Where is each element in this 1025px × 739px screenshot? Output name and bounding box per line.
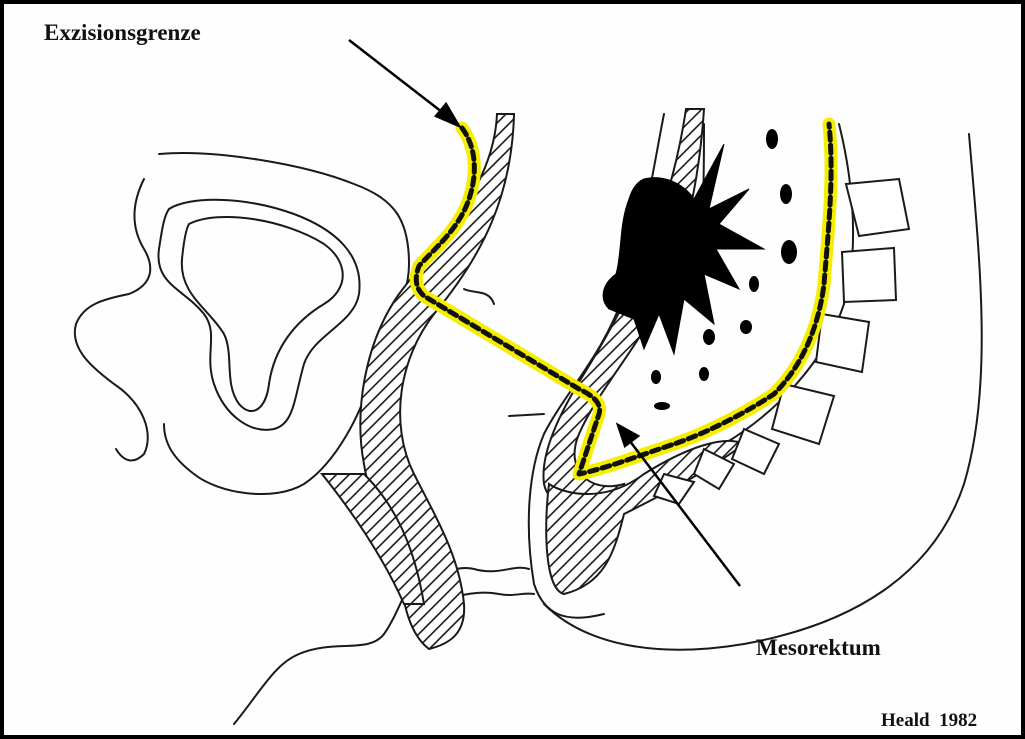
lymph-node [781,240,797,264]
bladder-outer-back [75,179,150,460]
lymph-node [703,329,715,345]
lymph-node [699,367,709,381]
lymph-node [740,320,752,334]
excision-limit-label: Exzisionsgrenze [44,20,201,46]
sacrum-curve [544,134,982,650]
citation-label: Heald 1982 [881,710,977,732]
mesorectum-arrow-head [618,425,638,446]
excision-arrow-shaft [349,40,451,119]
vertebra-2 [842,248,896,302]
lymph-node [654,402,670,410]
citation-year: 1982 [939,710,977,731]
spur-1 [464,289,494,304]
lymph-node [651,370,661,384]
vertebra-5 [732,429,779,474]
mesorectum-label: Mesorektum [756,635,881,661]
citation-author: Heald [881,710,930,731]
vertebra-1 [846,179,909,236]
bladder-inner-loop [158,200,359,430]
spur-2 [509,414,544,416]
vertebra-3 [816,314,869,372]
lymph-node [780,184,792,204]
lymph-node [749,276,759,292]
diagram-canvas [4,4,1021,735]
lymph-node [766,129,778,149]
bladder-innermost [182,217,343,411]
anterior-wall-hatched [360,114,514,649]
excision-arrow-head [436,104,459,126]
